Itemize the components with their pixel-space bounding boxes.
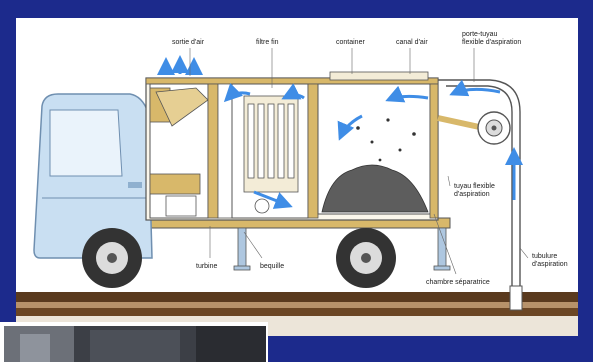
label-canal-air: canal d'air bbox=[396, 39, 428, 46]
label-sortie-air: sortie d'air bbox=[172, 39, 205, 46]
label-tuyau-flexible-1: tuyau flexible bbox=[454, 183, 495, 190]
label-container: container bbox=[336, 39, 365, 46]
suction-pipe bbox=[510, 286, 522, 310]
label-tuyau-flexible-2: d'aspiration bbox=[454, 191, 490, 198]
truck-cab bbox=[34, 94, 152, 258]
label-porte-tuyau-2: flexible d'aspiration bbox=[462, 39, 521, 46]
label-chambre: chambre séparatrice bbox=[426, 279, 490, 286]
rear-wheel bbox=[336, 228, 396, 288]
label-tubulure-2: d'aspiration bbox=[532, 261, 568, 268]
label-turbine: turbine bbox=[196, 263, 218, 270]
front-wheel bbox=[82, 228, 142, 288]
label-filtre-fin: filtre fin bbox=[256, 39, 279, 46]
label-porte-tuyau-1: porte-tuyau bbox=[462, 31, 498, 38]
label-tubulure-1: tubulure bbox=[532, 253, 557, 260]
label-bequille: bequille bbox=[260, 263, 284, 270]
inset-photo bbox=[0, 322, 268, 362]
